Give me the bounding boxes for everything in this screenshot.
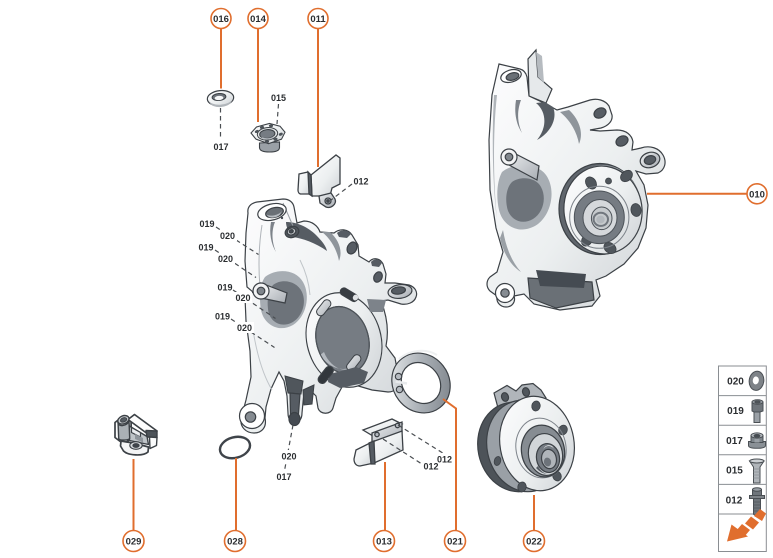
svg-text:015: 015 [726,465,743,476]
svg-text:012: 012 [726,496,743,507]
svg-text:012: 012 [423,462,438,472]
svg-text:011: 011 [310,14,326,25]
svg-text:028: 028 [227,537,243,548]
svg-text:017: 017 [276,472,291,482]
svg-text:017: 017 [726,436,743,447]
svg-text:015: 015 [271,93,286,103]
svg-text:012: 012 [353,177,368,187]
svg-text:013: 013 [376,537,392,548]
svg-text:020: 020 [235,293,250,303]
svg-text:019: 019 [215,312,230,322]
svg-text:020: 020 [220,231,235,241]
svg-text:019: 019 [217,283,232,293]
svg-text:019: 019 [199,219,214,229]
svg-text:022: 022 [526,537,542,548]
svg-text:020: 020 [281,452,296,462]
svg-text:021: 021 [447,537,464,548]
svg-text:019: 019 [198,243,213,253]
svg-text:017: 017 [213,142,228,152]
svg-text:020: 020 [218,254,233,264]
svg-text:012: 012 [437,455,452,465]
svg-text:020: 020 [727,377,744,388]
svg-text:020: 020 [237,323,252,333]
svg-text:029: 029 [126,537,142,548]
svg-text:014: 014 [250,14,267,25]
svg-text:010: 010 [749,189,765,200]
svg-text:019: 019 [727,406,744,417]
svg-text:016: 016 [213,14,229,25]
